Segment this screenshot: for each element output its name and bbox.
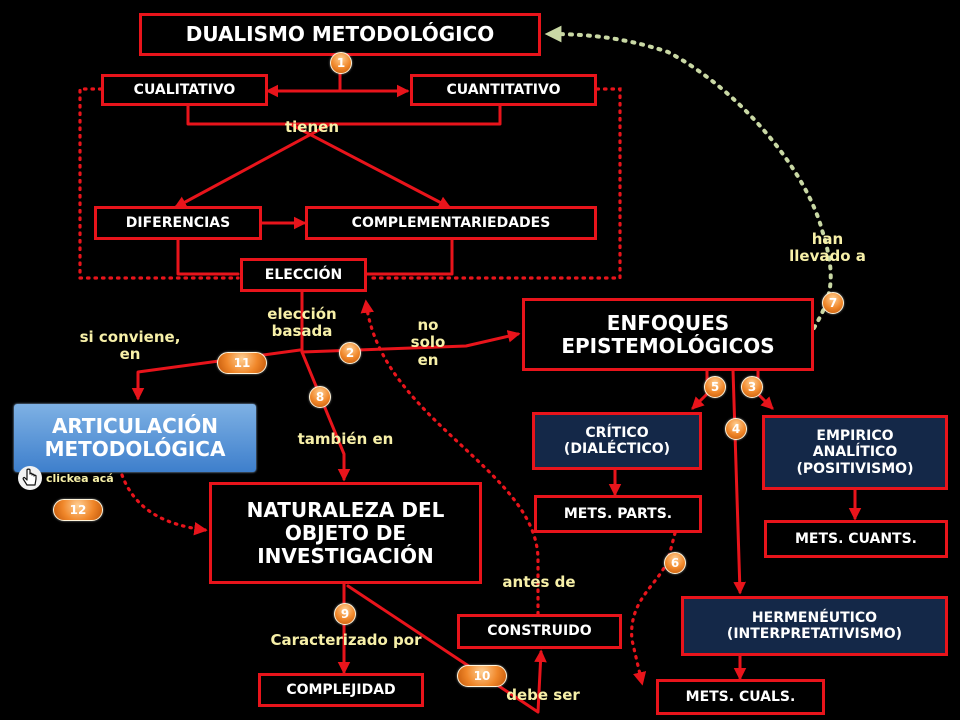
edge-articulacion-naturaleza (120, 473, 208, 536)
badge-step-11: 11 (217, 352, 267, 374)
node-empirico-analitico: EMPIRICO ANALÍTICO (POSITIVISMO) (762, 415, 948, 490)
node-dualismo-metodologico: DUALISMO METODOLÓGICO (139, 13, 541, 56)
node-eleccion: ELECCIÓN (240, 258, 367, 292)
badge-step-6: 6 (664, 552, 686, 574)
edge-tienen-diferencias (173, 122, 332, 209)
label-no-solo-en: no solo en (410, 316, 446, 369)
hand-pointer-icon[interactable] (17, 464, 43, 492)
label-si-conviene-en: si conviene, en (79, 328, 181, 364)
node-hermeneutico: HERMENÉUTICO (INTERPRETATIVISMO) (681, 596, 948, 656)
edge-tienen-complementariedades (288, 122, 452, 209)
badge-step-8: 8 (309, 386, 331, 408)
edge-complementariedades-eleccion (365, 238, 454, 276)
badge-step-2: 2 (339, 342, 361, 364)
badge-step-5: 5 (704, 376, 726, 398)
node-mets-parts: METS. PARTS. (534, 495, 702, 533)
node-complejidad: COMPLEJIDAD (258, 673, 424, 707)
node-diferencias: DIFERENCIAS (94, 206, 262, 240)
edge-dotted-frame-left (78, 87, 240, 280)
node-articulacion-metodologica[interactable]: ARTICULACIÓN METODOLÓGICA (14, 404, 256, 472)
edge-eleccion-naturaleza (300, 350, 351, 482)
badge-step-3: 3 (741, 376, 763, 398)
node-naturaleza-del-objeto: NATURALEZA DEL OBJETO DE INVESTIGACIÓN (209, 482, 482, 584)
label-han-llevado-a: han llevado a (789, 230, 866, 266)
edge-enfoques-hermeneutico (731, 368, 746, 595)
badge-step-10: 10 (457, 665, 507, 687)
badge-step-4: 4 (725, 418, 747, 440)
badge-step-7: 7 (822, 292, 844, 314)
label-tambien-en: también en (297, 430, 394, 448)
node-mets-cuals: METS. CUALS. (656, 679, 825, 715)
badge-step-12: 12 (53, 499, 103, 521)
node-cuantitativo: CUANTITATIVO (410, 74, 597, 106)
label-eleccion-basada: elección basada (267, 305, 337, 341)
badge-step-9: 9 (334, 603, 356, 625)
node-cualitativo: CUALITATIVO (101, 74, 268, 106)
node-complementariedades: COMPLEMENTARIEDADES (305, 206, 597, 240)
node-construido: CONSTRUIDO (457, 614, 622, 649)
badge-step-1: 1 (330, 52, 352, 74)
edge-construido-eleccion (360, 299, 540, 616)
label-caracterizado-por: Caracterizado por (270, 631, 422, 649)
node-enfoques-epistemologicos: ENFOQUES EPISTEMOLÓGICOS (522, 298, 814, 371)
node-critico-dialectico: CRÍTICO (DIALÉCTICO) (532, 412, 702, 470)
label-debe-ser: debe ser (506, 686, 580, 704)
edge-bracket-tienen (186, 104, 502, 126)
edge-eleccion-enfoques (300, 288, 521, 354)
edge-diferencias-eleccion (176, 238, 240, 276)
label-antes-de: antes de (502, 573, 576, 591)
edge-naturaleza-construido (346, 584, 547, 714)
edge-enfoques-dualismo (544, 25, 833, 330)
click-hint-label[interactable]: clickea acá (46, 472, 114, 485)
label-tienen: tienen (284, 118, 340, 136)
node-mets-cuants: METS. CUANTS. (764, 520, 948, 558)
edge-dotted-frame-right (365, 87, 622, 280)
